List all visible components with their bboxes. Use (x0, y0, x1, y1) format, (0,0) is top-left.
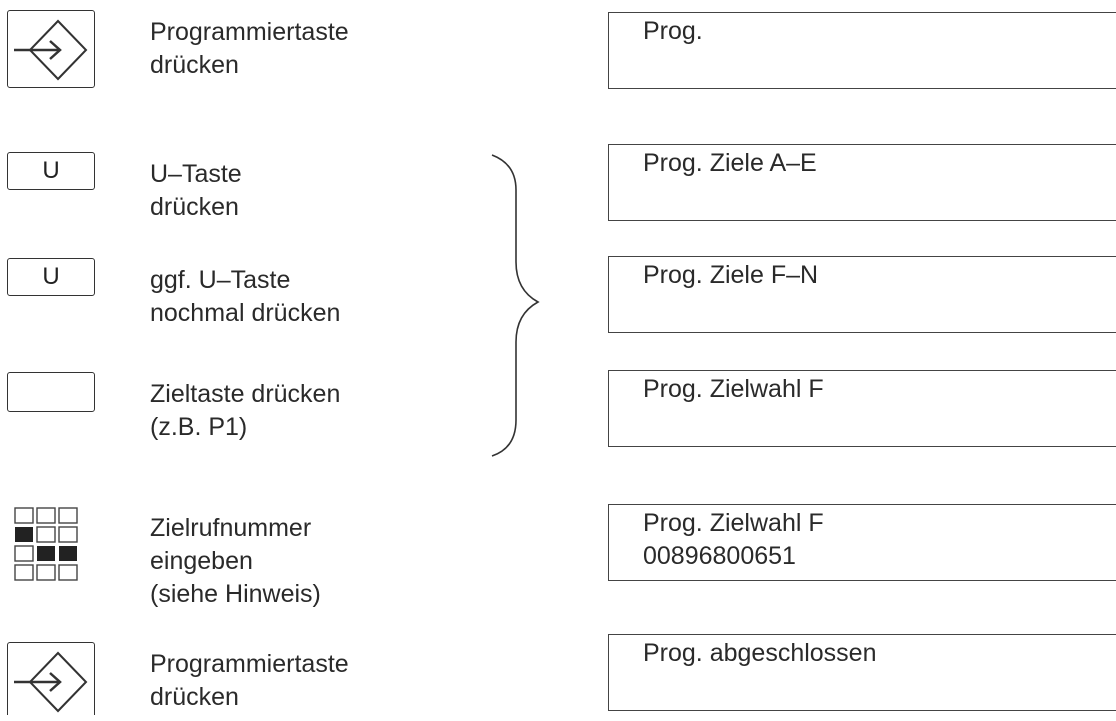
u-key-button[interactable]: U (7, 152, 95, 190)
program-key-icon (14, 19, 88, 81)
display-step-4: Prog. Zielwahl F (608, 370, 1116, 447)
u-key-label: U (42, 157, 60, 184)
destination-key-button[interactable] (7, 372, 95, 412)
keypad-icon (14, 507, 78, 581)
u-key-label: U (42, 263, 60, 290)
u-key-button-repeat[interactable]: U (7, 258, 95, 296)
display-step-2: Prog. Ziele A–E (608, 144, 1116, 221)
display-step-3: Prog. Ziele F–N (608, 256, 1116, 333)
display-step-1: Prog. (608, 12, 1116, 89)
program-key-button-final[interactable] (7, 642, 95, 715)
curly-brace-icon (491, 154, 540, 457)
program-key-icon (14, 651, 88, 713)
step-4-instruction: Zieltaste drücken(z.B. P1) (150, 380, 341, 441)
display-step-6: Prog. abgeschlossen (608, 634, 1116, 711)
program-key-button[interactable] (7, 10, 95, 88)
